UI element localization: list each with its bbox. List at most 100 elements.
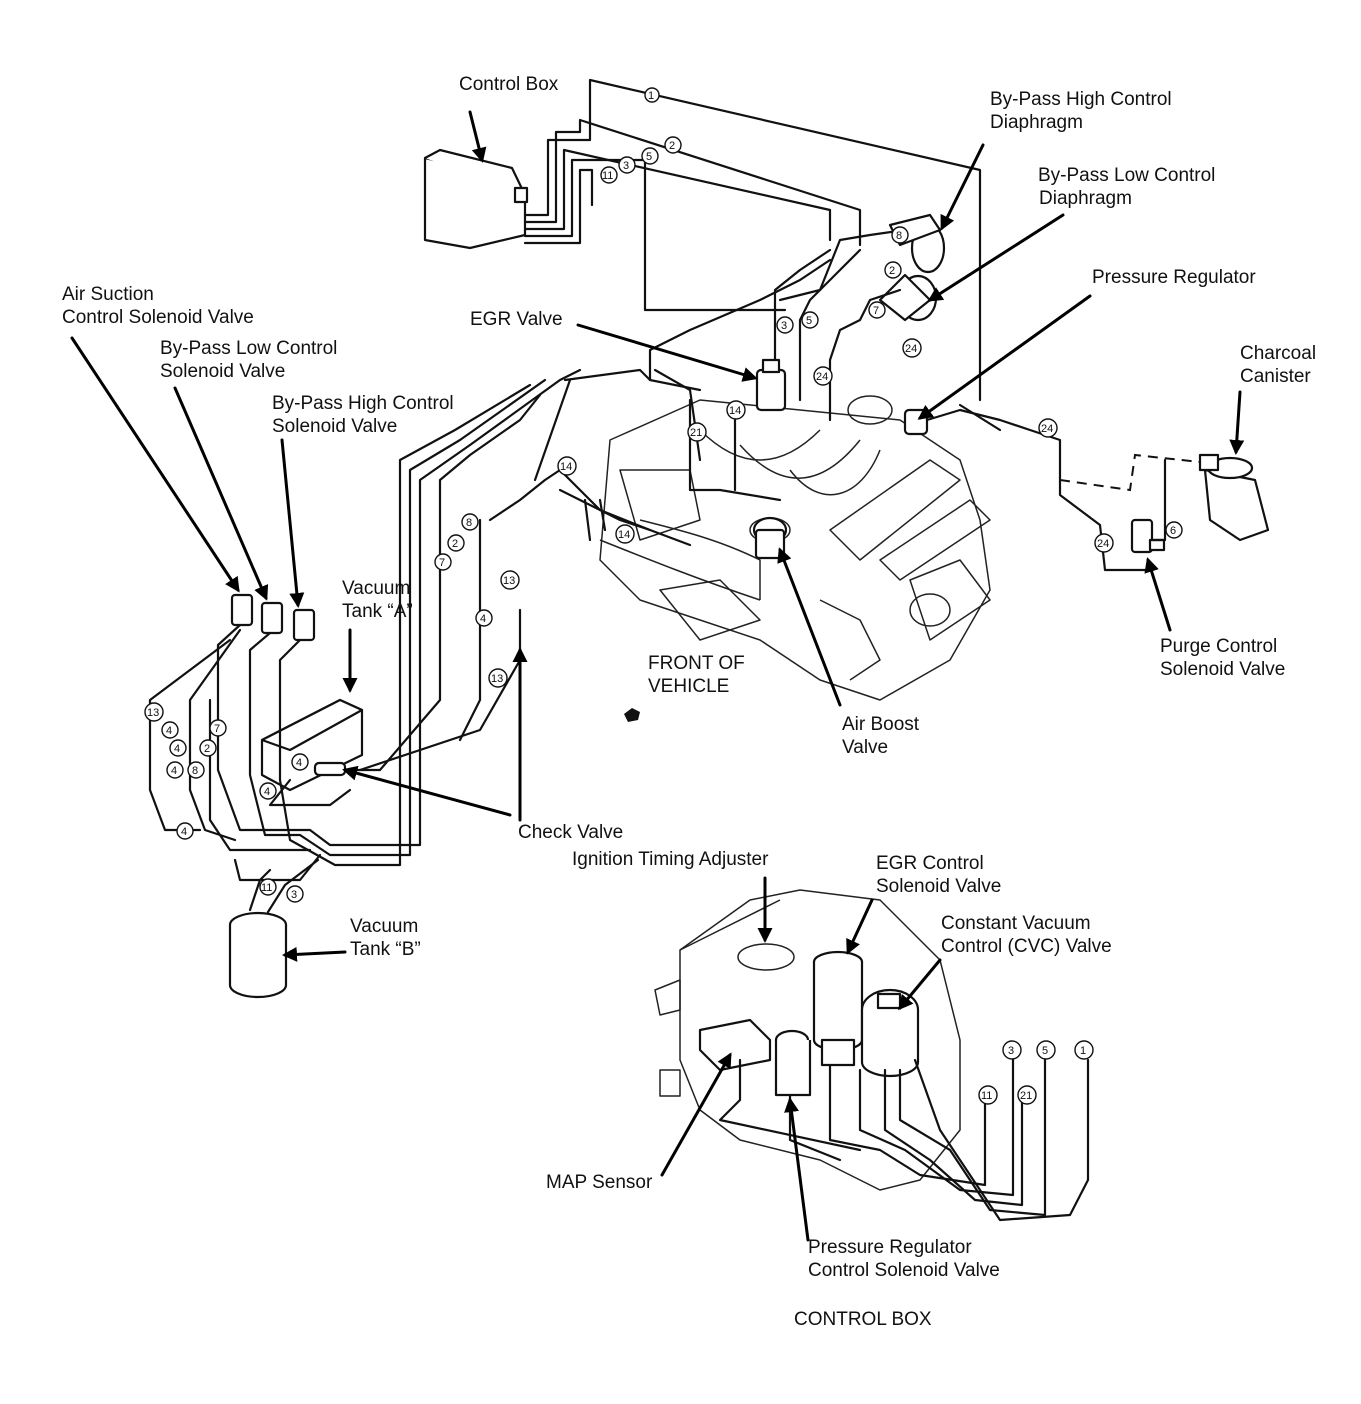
svg-text:21: 21: [1020, 1090, 1032, 1102]
hose-tag-2-left: 2: [447, 534, 465, 552]
svg-text:3: 3: [1008, 1045, 1014, 1057]
pressure-regulator-label: Pressure Regulator: [1092, 267, 1256, 288]
hose-tag-8-solenoid: 8: [187, 761, 205, 779]
egr-valve-shape: [755, 358, 787, 412]
bypass-low-solenoid-shape: [260, 601, 284, 635]
bypass-high-control-diaphragm-line2: Diaphragm: [990, 112, 1083, 133]
svg-text:4: 4: [171, 765, 177, 777]
air-boost-line2: Valve: [842, 737, 889, 758]
svg-text:8: 8: [896, 230, 902, 242]
svg-text:4: 4: [296, 757, 302, 769]
control-box-top-hoses: [523, 78, 982, 402]
svg-text:14: 14: [618, 529, 630, 541]
hose-tag-21-egr: 21: [687, 422, 707, 442]
vacuum-tank-a-line2: Tank “A”: [342, 601, 413, 622]
svg-text:8: 8: [192, 765, 198, 777]
svg-text:4: 4: [181, 826, 187, 838]
svg-text:11: 11: [981, 1090, 992, 1102]
bypass-low-solenoid-line1: By-Pass Low Control: [160, 338, 338, 359]
svg-text:11: 11: [261, 882, 272, 894]
diaphragm-hoses: [773, 228, 907, 422]
svg-text:4: 4: [166, 725, 172, 737]
svg-text:8: 8: [466, 517, 472, 529]
svg-text:3: 3: [781, 320, 787, 332]
air-boost-valve-shape: [752, 516, 788, 560]
svg-text:4: 4: [174, 743, 180, 755]
bypass-high-solenoid-line2: Solenoid Valve: [272, 416, 398, 437]
front-of-vehicle-label: FRONT OF VEHICLE: [648, 652, 745, 698]
svg-text:5: 5: [1042, 1045, 1048, 1057]
hose-tag-4-tank-a-lower: 4: [259, 782, 277, 800]
purge-control-solenoid-shape: [1130, 518, 1166, 554]
purge-control-line1: Purge Control: [1160, 636, 1278, 657]
hose-tag-24-regulator: 24: [902, 338, 922, 358]
check-valve-shape: [313, 761, 347, 777]
canister-hoses: [925, 403, 1201, 572]
purge-control-line2: Solenoid Valve: [1160, 659, 1286, 680]
svg-text:13: 13: [491, 673, 503, 685]
hose-tag-1-top: 1: [644, 87, 660, 103]
pr-control-line2: Control Solenoid Valve: [808, 1260, 1000, 1281]
hose-tag-7-left: 7: [434, 553, 452, 571]
bypass-low-solenoid-line2: Solenoid Valve: [160, 361, 286, 382]
svg-text:5: 5: [646, 151, 652, 163]
svg-text:4: 4: [264, 786, 270, 798]
vacuum-tank-a-line1: Vacuum: [342, 578, 411, 599]
air-suction-line1: Air Suction: [62, 284, 154, 305]
egr-control-solenoid-label: EGR Control Solenoid Valve: [876, 852, 1001, 898]
svg-text:21: 21: [690, 427, 702, 439]
vacuum-tank-b-line2: Tank “B”: [350, 939, 421, 960]
svg-text:2: 2: [452, 538, 458, 550]
purge-control-solenoid-label: Purge Control Solenoid Valve: [1160, 635, 1285, 681]
svg-text:4: 4: [480, 613, 486, 625]
hose-tag-4-left: 4: [475, 609, 493, 627]
hose-tag-14-left: 14: [557, 456, 577, 476]
vacuum-tank-b-line1: Vacuum: [350, 916, 419, 937]
hose-tag-11-top: 11: [600, 166, 618, 184]
hose-tag-3-top: 3: [618, 156, 636, 174]
bypass-low-control-diaphragm-line1: By-Pass Low Control: [1038, 165, 1216, 186]
bypass-high-solenoid-shape: [292, 608, 316, 642]
hose-tag-8-left: 8: [461, 513, 479, 531]
hose-tag-13-left: 13: [500, 570, 520, 590]
vacuum-tank-a-label: Vacuum Tank “A”: [342, 577, 413, 623]
hose-tag-14-egr: 14: [726, 400, 746, 420]
hose-tag-1-box: 1: [1074, 1040, 1094, 1060]
svg-text:24: 24: [816, 371, 828, 383]
svg-text:7: 7: [214, 723, 220, 735]
front-of-vehicle-line2: VEHICLE: [648, 676, 730, 697]
hose-tag-8-diaphragm: 8: [891, 226, 909, 244]
hose-tag-24-egr: 24: [813, 366, 833, 386]
hose-tag-24-purge: 24: [1094, 533, 1114, 553]
vacuum-tank-b-shape: [228, 911, 288, 999]
hose-tag-14-boost: 14: [615, 524, 635, 544]
hose-tag-4-tank-a: 4: [291, 753, 309, 771]
hose-tag-5-box: 5: [1036, 1040, 1056, 1060]
map-sensor-shape: [698, 1018, 772, 1072]
hose-tag-4-bottom: 4: [176, 822, 194, 840]
cvc-valve-label: Constant Vacuum Control (CVC) Valve: [941, 912, 1112, 958]
hose-tag-4-solenoid-b: 4: [169, 739, 187, 757]
air-suction-line2: Control Solenoid Valve: [62, 307, 254, 328]
air-suction-solenoid-shape: [230, 593, 254, 627]
leader-lines: [70, 110, 1245, 1242]
svg-text:11: 11: [602, 170, 613, 182]
bypass-low-control-solenoid-label: By-Pass Low Control Solenoid Valve: [160, 337, 337, 383]
hose-tag-7-diaphragm: 7: [868, 301, 886, 319]
bypass-high-solenoid-line1: By-Pass High Control: [272, 393, 454, 414]
charcoal-canister-label: Charcoal Canister: [1240, 342, 1316, 388]
egr-control-solenoid-shape: [812, 950, 864, 1067]
svg-text:2: 2: [204, 743, 210, 755]
svg-text:7: 7: [873, 305, 879, 317]
svg-text:24: 24: [1041, 423, 1053, 435]
pressure-regulator-control-solenoid-shape: [774, 1029, 812, 1097]
svg-text:2: 2: [669, 140, 675, 152]
egr-control-line1: EGR Control: [876, 853, 984, 874]
egr-hoses: [558, 258, 832, 547]
bypass-low-control-diaphragm-label: By-Pass Low Control Diaphragm: [1038, 164, 1215, 210]
hose-tag-2-top: 2: [664, 136, 682, 154]
vacuum-tank-b-label: Vacuum Tank “B”: [350, 915, 421, 961]
svg-text:7: 7: [439, 557, 445, 569]
vacuum-tank-a-shape: [260, 698, 364, 792]
svg-text:3: 3: [291, 889, 297, 901]
